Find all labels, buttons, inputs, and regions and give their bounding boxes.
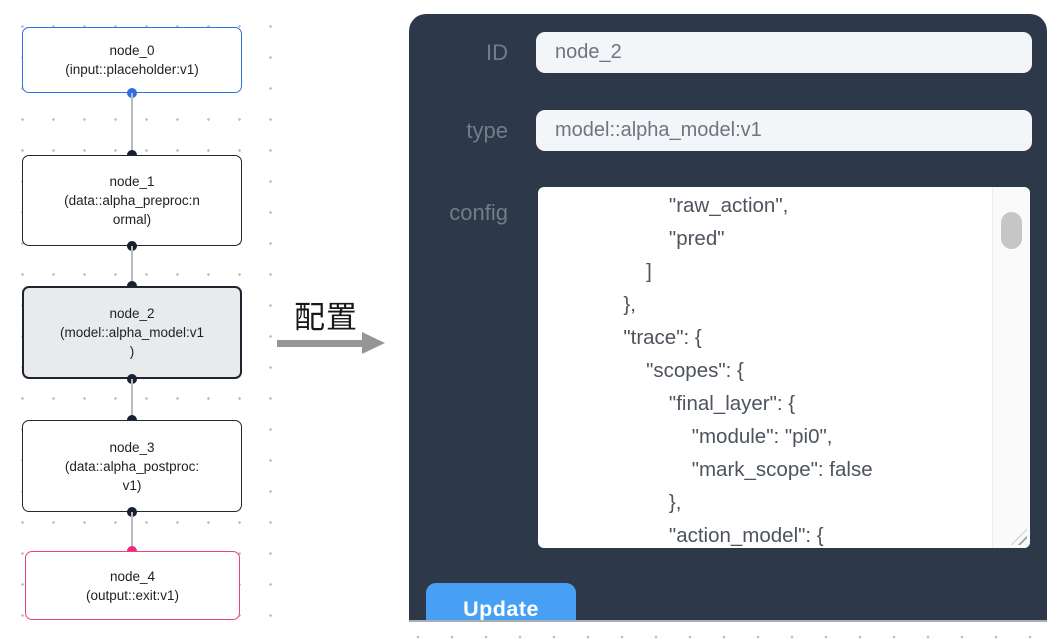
flow-node-node_2-selected[interactable]: node_2 (model::alpha_model:v1 )	[22, 286, 242, 379]
id-input[interactable]	[536, 32, 1032, 73]
node-label: node_2 (model::alpha_model:v1 )	[59, 306, 205, 359]
edge-connector	[131, 246, 133, 286]
edge-connector	[131, 379, 133, 420]
config-transition-label: 配置	[294, 300, 358, 335]
config-field-label: config	[449, 200, 508, 225]
edge-connector	[131, 93, 133, 155]
node-label: node_4 (output::exit:v1)	[85, 568, 180, 603]
id-field-label: ID	[486, 40, 508, 65]
type-field-label: type	[466, 118, 508, 143]
node-label: node_3 (data::alpha_postproc: v1)	[64, 439, 200, 493]
arrow-right-icon	[277, 340, 363, 347]
flow-canvas[interactable]: node_0 (input::placeholder:v1) node_1 (d…	[0, 0, 272, 643]
flow-node-node_1[interactable]: node_1 (data::alpha_preproc:n ormal)	[22, 155, 242, 246]
flow-node-node_4[interactable]: node_4 (output::exit:v1)	[25, 551, 240, 620]
arrow-right-icon	[362, 332, 385, 354]
scrollbar-track[interactable]	[992, 187, 1030, 548]
config-textarea[interactable]: "raw_action", "pred" ] }, "trace": { "sc…	[538, 187, 1030, 548]
node-label: node_0 (input::placeholder:v1)	[65, 43, 199, 77]
flow-node-node_3[interactable]: node_3 (data::alpha_postproc: v1)	[22, 420, 242, 512]
update-button[interactable]: Update	[426, 583, 576, 620]
edge-connector	[131, 512, 133, 551]
scrollbar-thumb[interactable]	[1001, 212, 1022, 249]
config-json-text[interactable]: "raw_action", "pred" ] }, "trace": { "sc…	[623, 194, 873, 547]
type-input[interactable]	[536, 110, 1032, 151]
node-label: node_1 (data::alpha_preproc:n ormal)	[64, 174, 200, 227]
flow-node-node_0[interactable]: node_0 (input::placeholder:v1)	[22, 27, 242, 93]
node-config-panel: ID type config "raw_action", "pred" ] },…	[409, 14, 1047, 622]
